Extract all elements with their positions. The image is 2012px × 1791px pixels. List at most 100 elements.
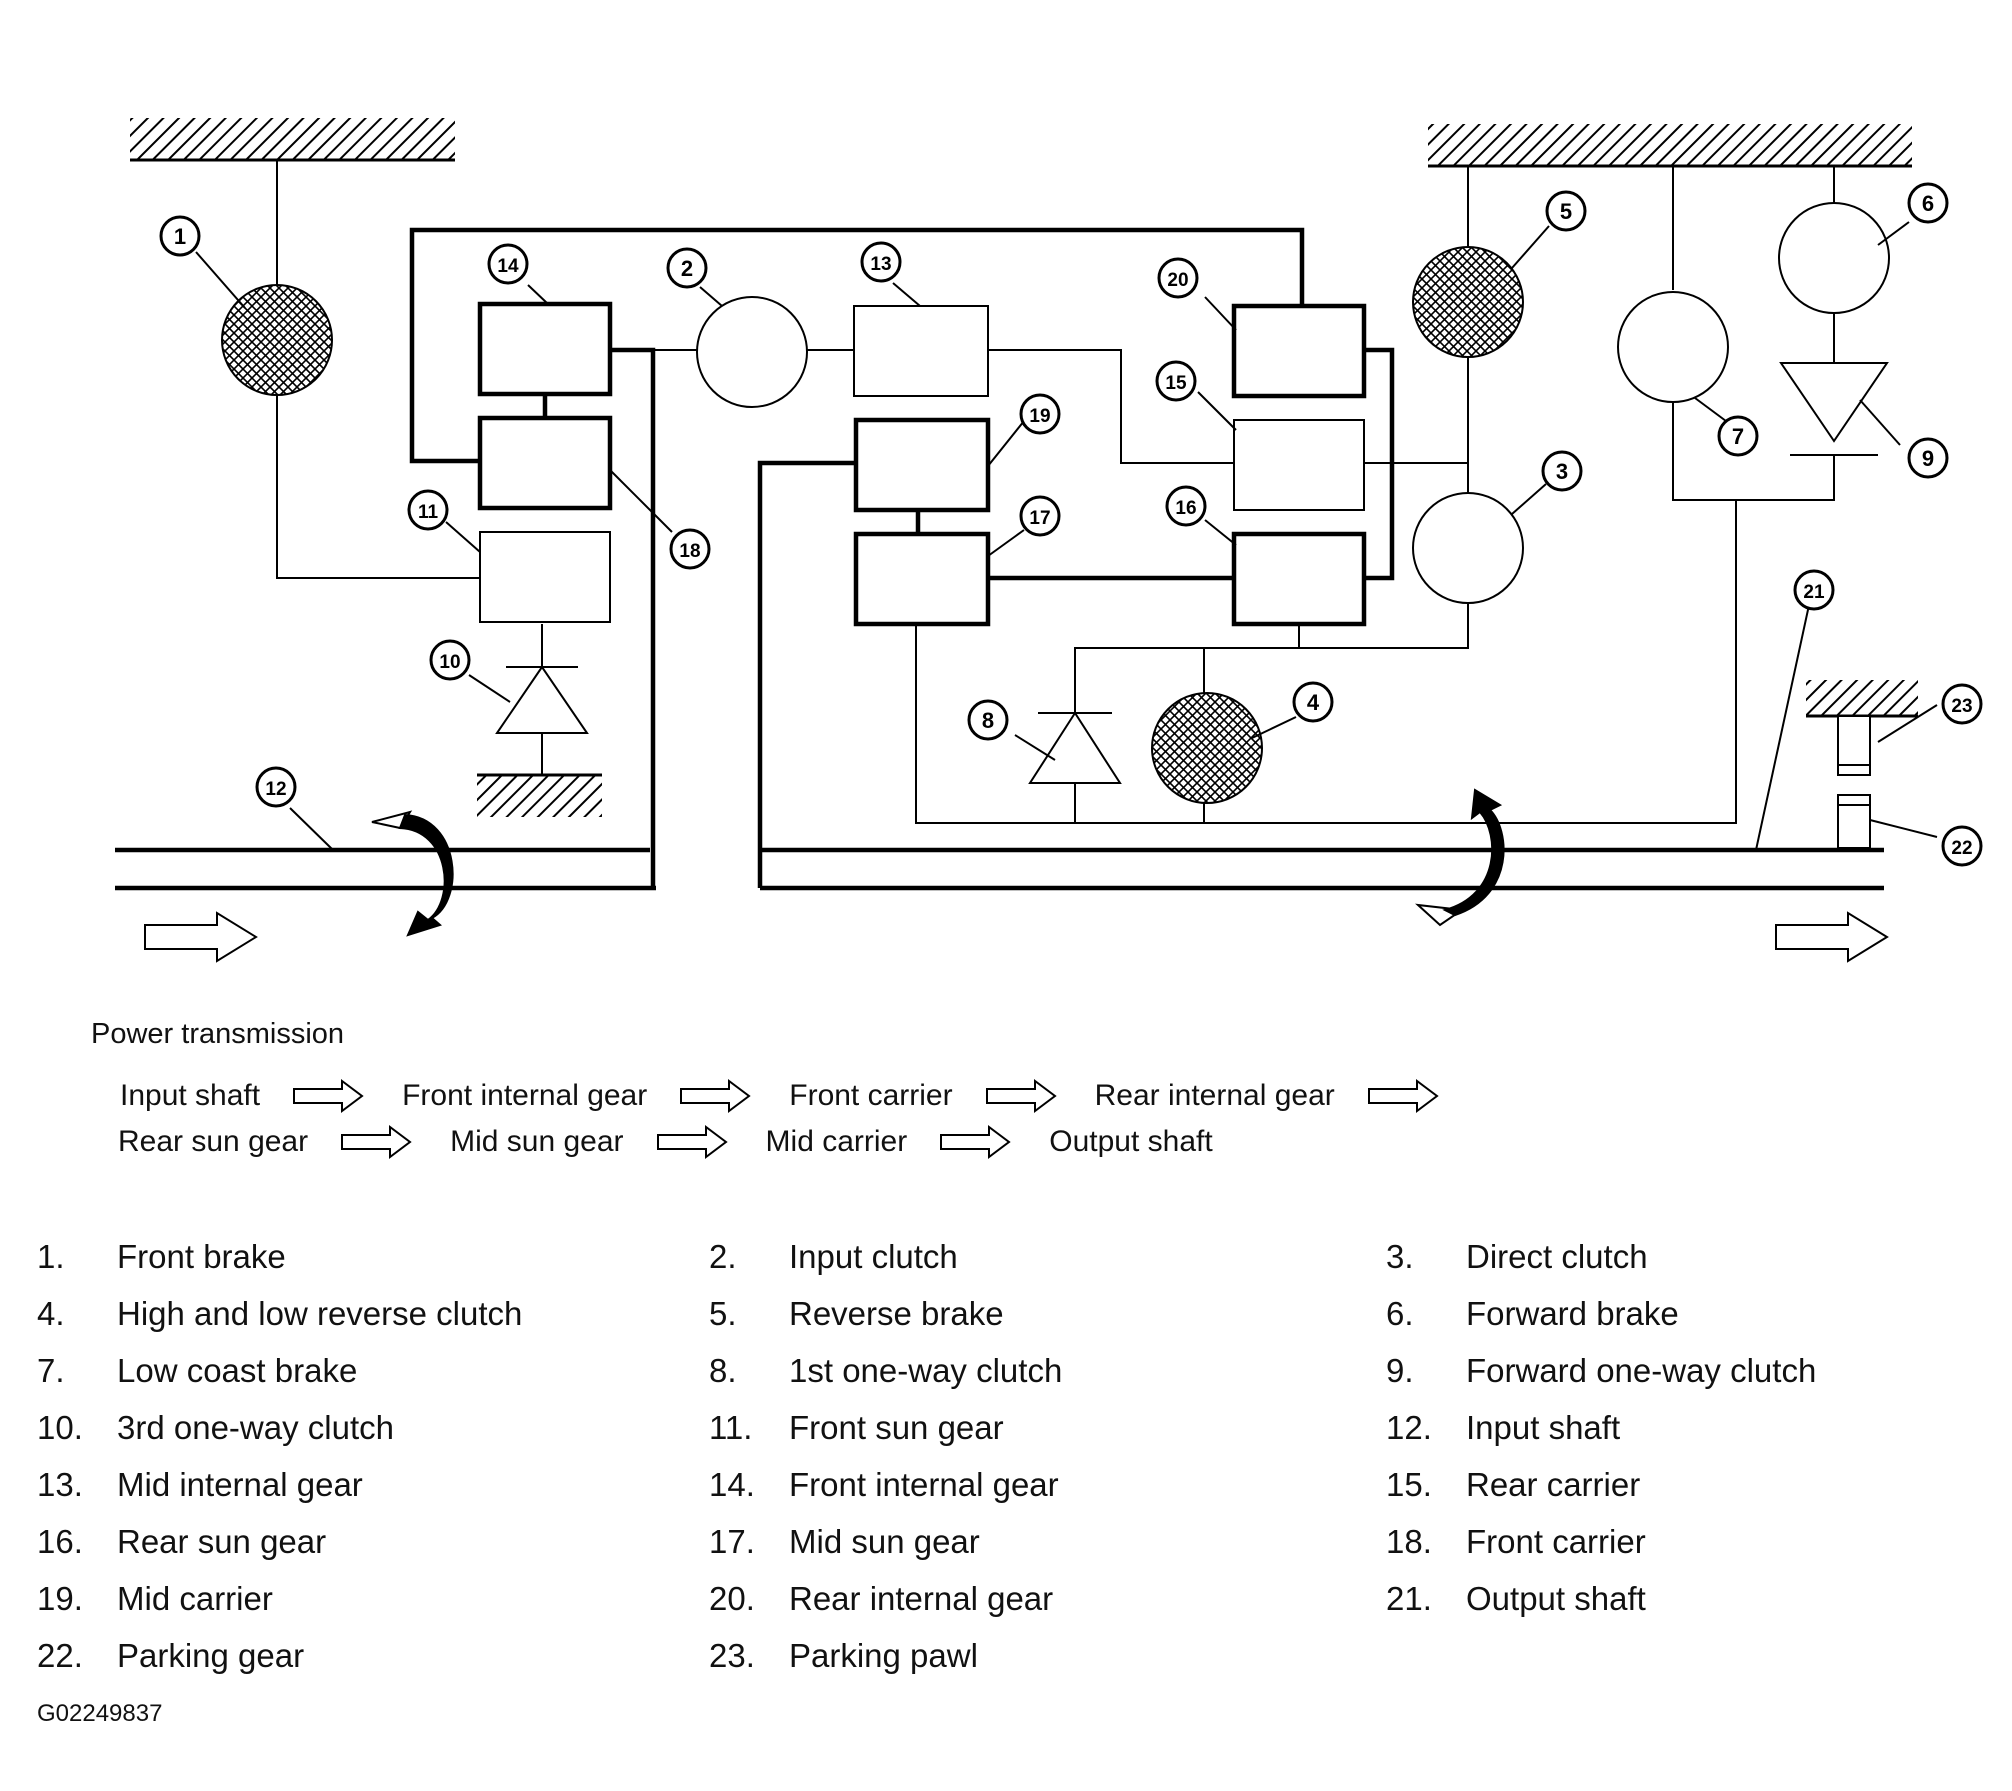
callout-7: 7 bbox=[1732, 424, 1744, 449]
mid-sun-gear-box bbox=[853, 531, 991, 627]
transmission-diagram: 1 2 3 4 5 6 7 8 9 10 11 12 13 14 15 16 1… bbox=[115, 118, 1983, 963]
flow-arrow-icon bbox=[293, 1079, 364, 1113]
rear-carrier-box bbox=[1233, 419, 1365, 511]
forward-one-way-clutch-symbol bbox=[1779, 362, 1889, 443]
pt-step-rear-sun-gear: Rear sun gear bbox=[118, 1125, 309, 1158]
legend-item-label: Parking gear bbox=[117, 1637, 305, 1674]
document-id: G02249837 bbox=[37, 1700, 163, 1727]
legend-item-number: 18. bbox=[1386, 1523, 1432, 1560]
flow-arrow-icon bbox=[680, 1079, 751, 1113]
legend-item-label: Front brake bbox=[117, 1238, 286, 1275]
legend-item-label: Direct clutch bbox=[1466, 1238, 1648, 1275]
legend-item-label: Forward brake bbox=[1466, 1295, 1679, 1332]
legend-item: 19.Mid carrier bbox=[37, 1580, 273, 1618]
callout-12: 12 bbox=[265, 779, 286, 800]
legend-item-label: Rear carrier bbox=[1466, 1466, 1641, 1503]
forward-brake-symbol bbox=[1778, 202, 1890, 314]
callout-10: 10 bbox=[439, 652, 460, 673]
legend-item: 10. 3rd one-way clutch bbox=[37, 1409, 394, 1447]
pt-step-mid-sun-gear: Mid sun gear bbox=[450, 1125, 624, 1158]
mid-carrier-box bbox=[853, 417, 991, 513]
legend-item: 6.Forward brake bbox=[1386, 1295, 1679, 1333]
legend-item-label: Reverse brake bbox=[789, 1295, 1004, 1332]
power-transmission-row: Rear sun gear Mid sun gear Mid carrier O… bbox=[118, 1124, 1213, 1160]
legend-item-number: 14. bbox=[709, 1466, 755, 1503]
power-transmission-title: Power transmission bbox=[91, 1018, 345, 1050]
direct-clutch-symbol bbox=[1412, 492, 1524, 604]
parking-pawl-symbol bbox=[1837, 715, 1871, 776]
callout-2: 2 bbox=[681, 256, 693, 281]
legend-item-label: Front internal gear bbox=[789, 1466, 1059, 1503]
callout-14: 14 bbox=[497, 256, 519, 277]
legend-item-number: 17. bbox=[709, 1523, 755, 1560]
legend-item-number: 13. bbox=[37, 1466, 83, 1503]
legend-item-number: 1. bbox=[37, 1238, 65, 1275]
callout-18: 18 bbox=[679, 541, 700, 562]
callout-1: 1 bbox=[174, 224, 186, 249]
front-sun-gear-box bbox=[479, 531, 611, 623]
legend-item: 22.Parking gear bbox=[37, 1637, 304, 1675]
legend-item-label: 1st one-way clutch bbox=[789, 1352, 1063, 1389]
callout-6: 6 bbox=[1922, 191, 1934, 216]
legend-item-label: Rear internal gear bbox=[789, 1580, 1054, 1617]
mid-internal-gear-box bbox=[853, 305, 989, 397]
callout-4: 4 bbox=[1307, 690, 1320, 715]
rotation-arrow-input bbox=[371, 810, 454, 937]
rear-sun-gear-box bbox=[1231, 531, 1367, 627]
legend-item-number: 11. bbox=[709, 1409, 753, 1446]
legend-item: 9. Forward one-way clutch bbox=[1386, 1352, 1816, 1390]
1st-one-way-clutch-symbol bbox=[1028, 711, 1122, 784]
legend-item: 2. Input clutch bbox=[709, 1238, 958, 1276]
legend-item-label: High and low reverse clutch bbox=[117, 1295, 523, 1332]
legend-item: 12.Input shaft bbox=[1386, 1409, 1620, 1447]
flow-arrow-icon bbox=[940, 1125, 1011, 1159]
legend-item-number: 19. bbox=[37, 1580, 83, 1617]
legend-item: 4. High and low reverse clutch bbox=[37, 1295, 522, 1333]
pt-step-front-carrier: Front carrier bbox=[789, 1079, 953, 1112]
legend-item-number: 3. bbox=[1386, 1238, 1414, 1275]
pt-step-rear-internal-gear: Rear internal gear bbox=[1094, 1079, 1335, 1112]
legend-item-number: 2. bbox=[709, 1238, 737, 1275]
pt-step-front-internal-gear: Front internal gear bbox=[402, 1079, 648, 1112]
front-carrier-box bbox=[477, 415, 613, 511]
reverse-brake-symbol bbox=[1412, 246, 1524, 358]
ground-hatch-parking bbox=[1806, 680, 1918, 716]
legend-item-number: 4. bbox=[37, 1295, 65, 1332]
legend-item-label: Output shaft bbox=[1466, 1580, 1646, 1617]
legend-item: 8. 1st one-way clutch bbox=[709, 1352, 1062, 1390]
callout-16: 16 bbox=[1175, 498, 1196, 519]
callout-8: 8 bbox=[982, 708, 994, 733]
legend-item-number: 7. bbox=[37, 1352, 65, 1389]
input-direction-arrow bbox=[144, 911, 258, 963]
legend-item: 18. Front carrier bbox=[1386, 1523, 1646, 1561]
legend-item-label: Front carrier bbox=[1466, 1523, 1646, 1560]
legend-item-label: Rear sun gear bbox=[117, 1523, 327, 1560]
legend-item-label: Input clutch bbox=[789, 1238, 958, 1275]
legend-item-label: Low coast brake bbox=[117, 1352, 358, 1389]
legend-item-label: Forward one-way clutch bbox=[1466, 1352, 1817, 1389]
legend-item: 5.Reverse brake bbox=[709, 1295, 1004, 1333]
pt-step-input-shaft: Input shaft bbox=[120, 1079, 261, 1112]
legend-item-number: 20. bbox=[709, 1580, 755, 1617]
legend-item-number: 21. bbox=[1386, 1580, 1432, 1617]
callout-3: 3 bbox=[1556, 459, 1568, 484]
input-clutch-symbol bbox=[696, 296, 808, 408]
ground-hatch-left bbox=[130, 118, 455, 160]
flow-arrow-icon bbox=[341, 1125, 412, 1159]
pt-step-mid-carrier: Mid carrier bbox=[765, 1125, 908, 1158]
legend-item: 11.Front sun gear bbox=[709, 1409, 1004, 1447]
high-low-reverse-clutch-symbol bbox=[1151, 692, 1263, 804]
legend-item-label: Mid sun gear bbox=[789, 1523, 980, 1560]
3rd-one-way-clutch-symbol bbox=[495, 665, 589, 734]
legend-item-number: 9. bbox=[1386, 1352, 1414, 1389]
legend-item-label: Parking pawl bbox=[789, 1637, 978, 1674]
callout-13: 13 bbox=[870, 254, 891, 275]
legend-item-number: 8. bbox=[709, 1352, 737, 1389]
legend-item: 14. Front internal gear bbox=[709, 1466, 1059, 1504]
callout-17: 17 bbox=[1029, 508, 1050, 529]
legend-item-number: 15. bbox=[1386, 1466, 1432, 1503]
legend-item-number: 12. bbox=[1386, 1409, 1432, 1446]
legend-item-number: 10. bbox=[37, 1409, 83, 1446]
legend-item-label: 3rd one-way clutch bbox=[117, 1409, 394, 1446]
power-transmission-row: Input shaft Front internal gear Front ca… bbox=[120, 1078, 1477, 1114]
